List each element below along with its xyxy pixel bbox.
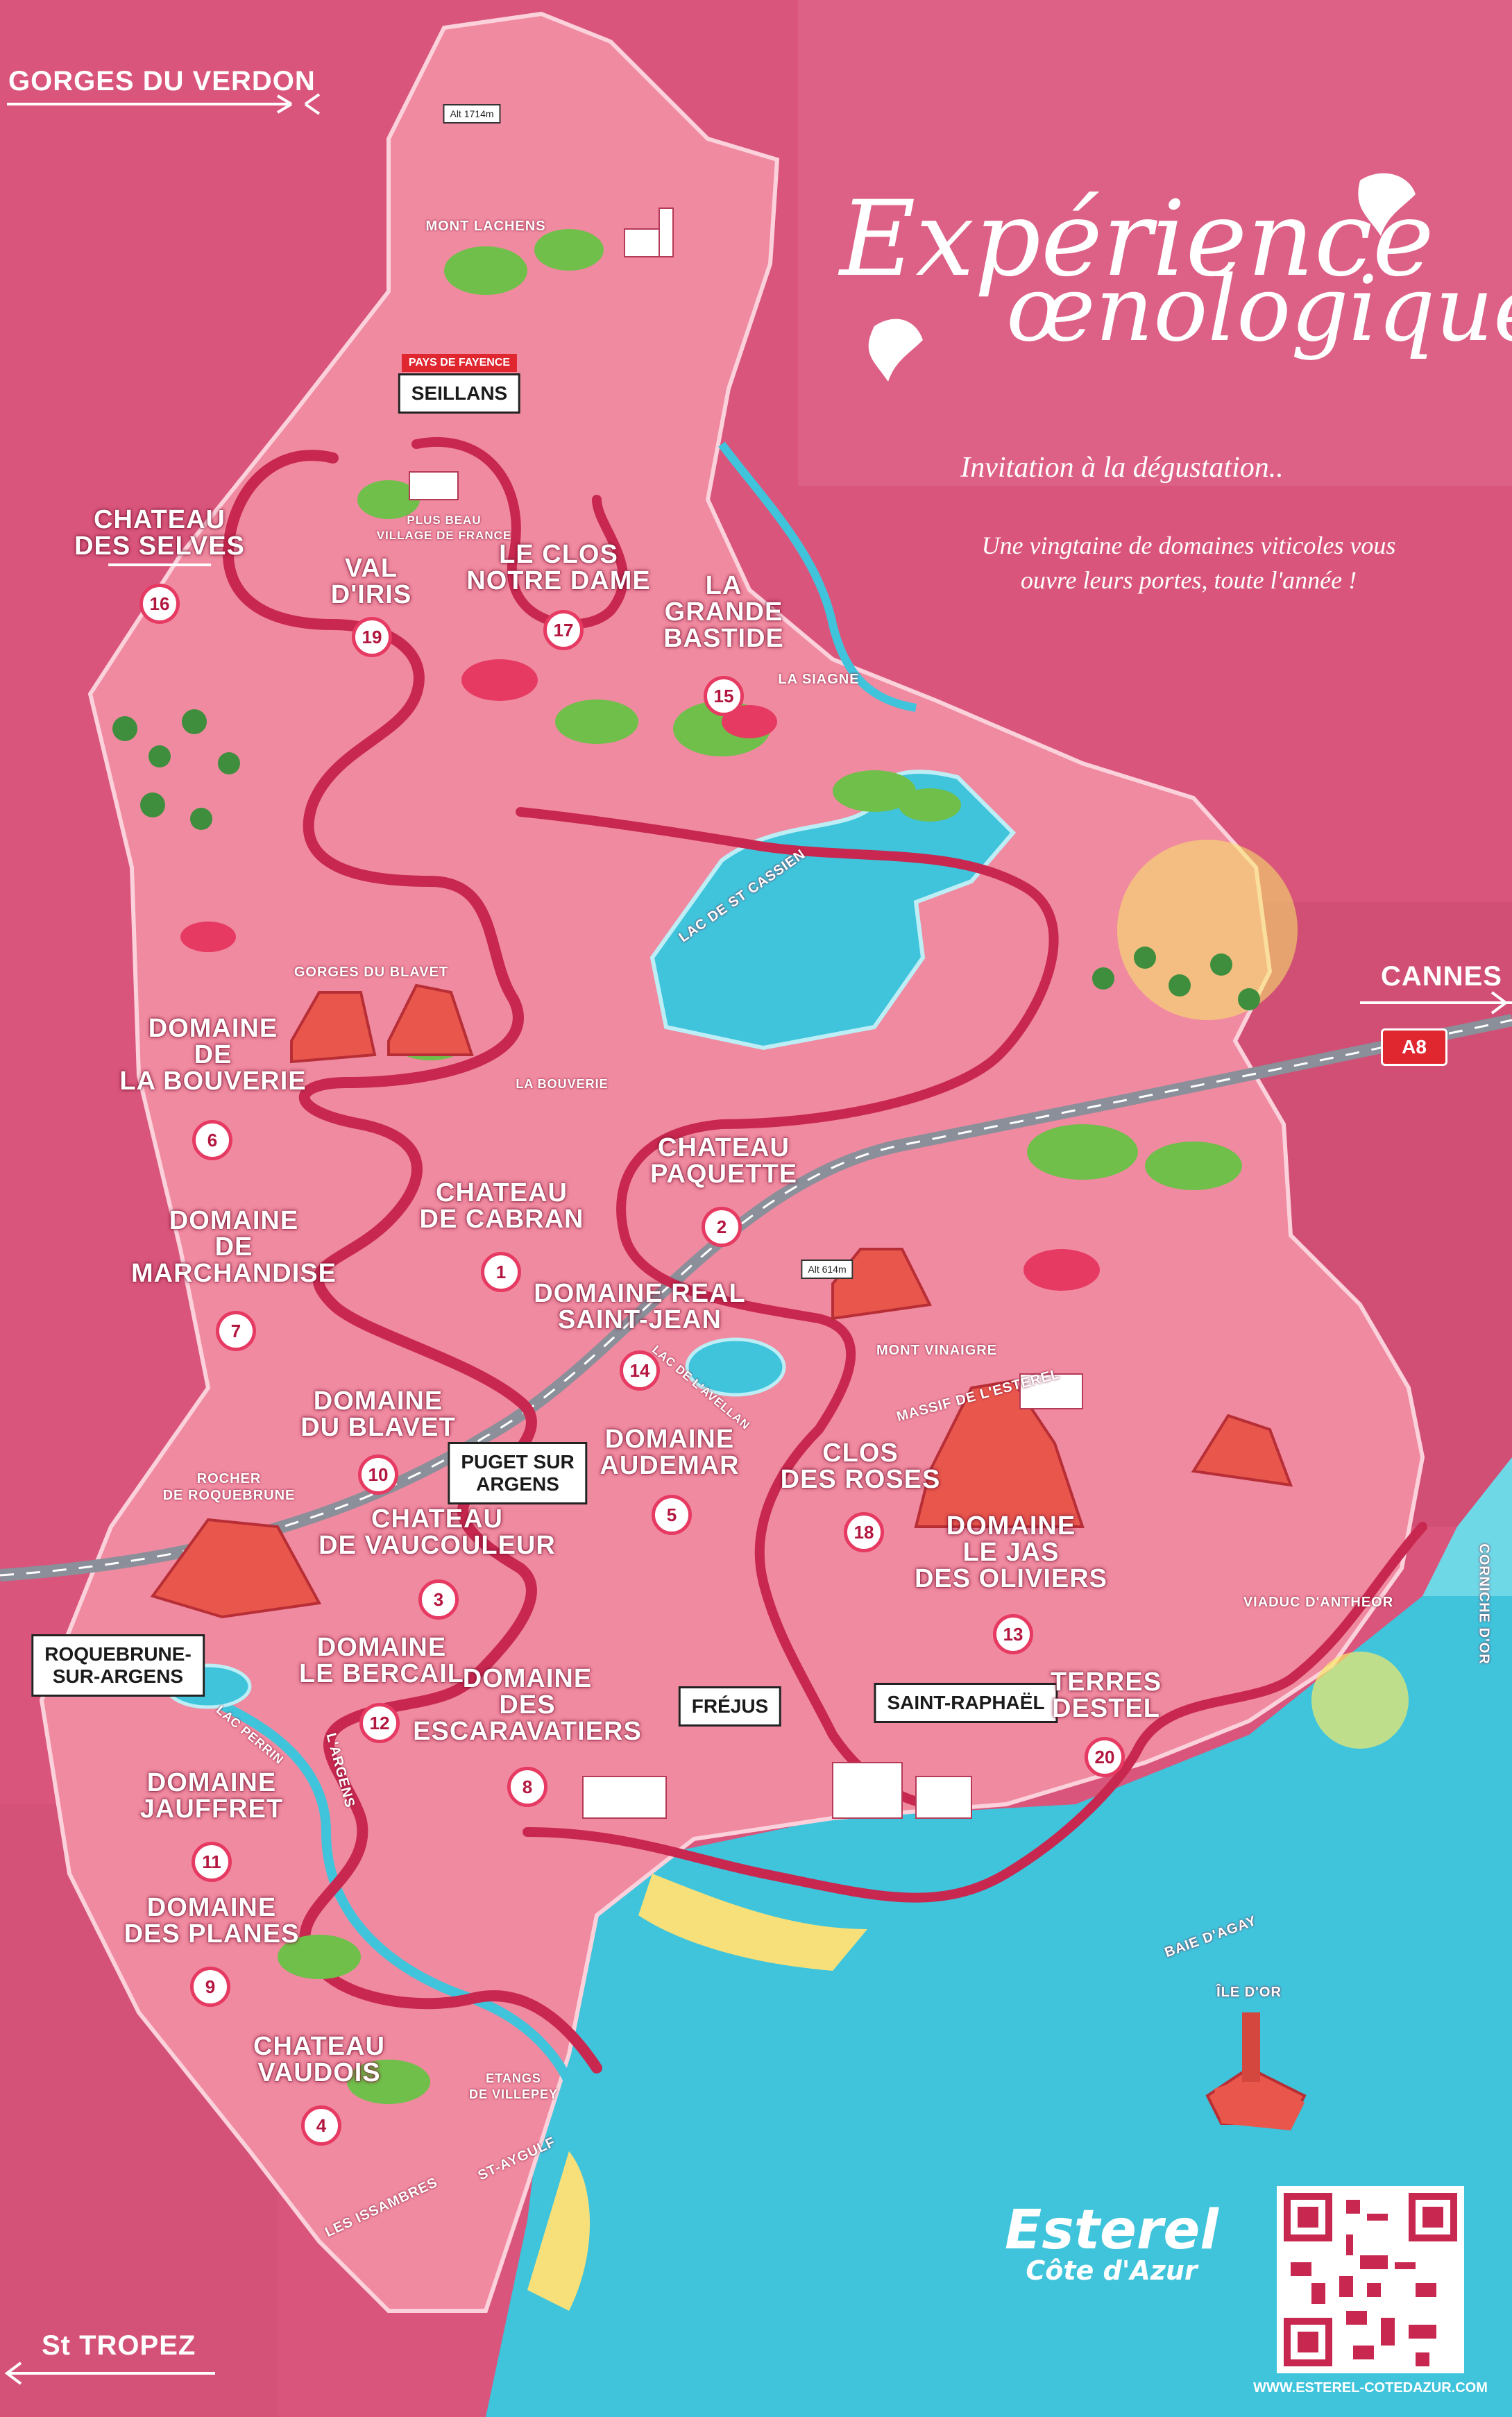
pays-fayence-badge: PAYS DE FAYENCE (401, 354, 518, 372)
domain-17-number[interactable]: 17 (543, 610, 584, 650)
domain-1-number[interactable]: 1 (481, 1252, 521, 1292)
domain-11-number[interactable]: 11 (192, 1842, 232, 1882)
place-la-siagne: LA SIAGNE (778, 672, 860, 687)
domain-16-number[interactable]: 16 (139, 584, 180, 624)
place-plus-beau-1: PLUS BEAU (407, 514, 482, 527)
river-siagne (718, 441, 917, 712)
place-corniche: CORNICHE D'OR (1476, 1543, 1492, 1665)
sun-glow (1117, 840, 1298, 1020)
domain-4-number[interactable]: 4 (301, 2105, 341, 2146)
vine-leaf-icon (1358, 173, 1416, 236)
domain-10-number[interactable]: 10 (358, 1455, 398, 1495)
domain-5-number[interactable]: 5 (652, 1495, 692, 1535)
domain-19-number[interactable]: 19 (352, 617, 392, 657)
domain-15-number[interactable]: 15 (704, 676, 744, 716)
domain-14-number[interactable]: 14 (620, 1350, 660, 1391)
river-argens (192, 1688, 574, 2085)
place-viaduc: VIADUC D'ANTHEOR (1243, 1595, 1394, 1610)
altitude-vinaigre: Alt 614m (801, 1260, 853, 1279)
highway-badge: A8 (1381, 1028, 1447, 1066)
verdon-arrow (7, 93, 321, 115)
domain-18-number[interactable]: 18 (844, 1512, 884, 1552)
town-frejus: FRÉJUS (678, 1686, 782, 1727)
place-ile-or: ÎLE D'OR (1216, 1985, 1282, 2000)
town-seillans: SEILLANS (398, 373, 521, 414)
route-east (516, 807, 1059, 1809)
title-line2: œnologique (1006, 256, 1512, 362)
place-plus-beau-2: VILLAGE DE FRANCE (376, 529, 512, 542)
vine-leaf-icon-2 (868, 319, 923, 382)
description-line2: ouvre leurs portes, toute l'année ! (1020, 566, 1357, 594)
domain-13-number[interactable]: 13 (993, 1614, 1033, 1654)
domain-8-number[interactable]: 8 (507, 1767, 547, 1807)
wine-route (222, 450, 602, 2073)
place-etangs-1: ETANGS (486, 2071, 541, 2085)
place-la-bouverie: LA BOUVERIE (516, 1077, 609, 1091)
title-line1: Expérience (840, 179, 1434, 300)
domain-9-number[interactable]: 9 (190, 1967, 230, 2007)
website-url[interactable]: WWW.ESTEREL-COTEDAZUR.COM (1253, 2380, 1488, 2395)
qr-code[interactable] (1277, 2186, 1464, 2373)
sea (486, 1492, 1512, 2417)
domain-3-number[interactable]: 3 (418, 1579, 459, 1620)
place-etangs-2: DE VILLEPEY (468, 2087, 559, 2101)
direction-verdon: GORGES DU VERDON (8, 66, 316, 96)
place-rocher-1: ROCHER (196, 1471, 262, 1486)
route-coast (523, 1522, 1427, 1903)
cannes-arrow (1360, 991, 1512, 1015)
domain-2-number[interactable]: 2 (702, 1207, 742, 1247)
place-mont-vinaigre: MONT VINAIGRE (876, 1343, 998, 1358)
lake-avellan (685, 1337, 786, 1397)
place-mont-lachens: MONT LACHENS (425, 219, 546, 234)
place-gorges-blavet: GORGES DU BLAVET (294, 965, 449, 980)
domain-20-number[interactable]: 20 (1085, 1737, 1125, 1777)
highway-a8 (0, 1014, 1512, 1581)
description-line1: Une vingtaine de domaines viticoles vous (981, 532, 1396, 559)
buildings (409, 207, 1083, 1819)
esterel-logo: Esterel Côte d'Azur (1004, 2199, 1219, 2286)
town-roquebrune: ROQUEBRUNE-SUR-ARGENS (31, 1634, 205, 1697)
esterel-rocks (150, 983, 1307, 2125)
qr-code-icon (1277, 2186, 1464, 2373)
trees (112, 709, 1260, 1010)
ile-d-or (1214, 2075, 1305, 2130)
domain-7-number[interactable]: 7 (216, 1311, 256, 1351)
tropez-arrow (4, 2361, 215, 2385)
domain-12-number[interactable]: 12 (359, 1703, 400, 1743)
town-saint-raphael: SAINT-RAPHAËL (874, 1683, 1058, 1724)
subtitle: Invitation à la dégustation.. (960, 452, 1284, 484)
beach (638, 1874, 867, 1971)
red-hills (180, 659, 1100, 1291)
place-rocher-2: DE ROQUEBRUNE (162, 1488, 296, 1503)
direction-tropez: St TROPEZ (42, 2330, 196, 2361)
domain-6-number[interactable]: 6 (192, 1120, 232, 1160)
altitude-lachens: Alt 1714m (443, 104, 501, 124)
direction-cannes: CANNES (1381, 961, 1502, 992)
